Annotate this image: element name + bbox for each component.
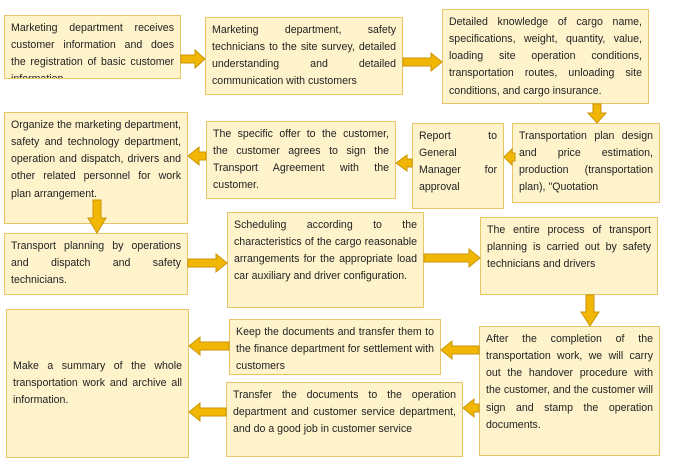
- step-1-customer-registration: Marketing department receives customer i…: [4, 15, 181, 79]
- step-13-customer-service: Transfer the documents to the operation …: [226, 382, 463, 457]
- arrow-11-to-12: [440, 339, 480, 361]
- step-12-finance-settlement: Keep the documents and transfer them to …: [229, 319, 441, 375]
- step-3-cargo-details: Detailed knowledge of cargo name, specif…: [442, 9, 649, 104]
- step-5-general-manager-approval: Report to General Manager for approval: [412, 123, 504, 209]
- step-10-process-execution: The entire process of transport planning…: [480, 217, 658, 295]
- arrow-10-to-11: [580, 294, 600, 327]
- arrow-11-to-13: [462, 397, 480, 419]
- arrow-8-to-9: [187, 252, 228, 274]
- arrow-6-to-7: [187, 145, 207, 167]
- step-11-handover-procedure: After the completion of the transportati…: [479, 326, 660, 456]
- step-8-transport-planning: Transport planning by operations and dis…: [4, 233, 188, 295]
- arrow-4-to-5: [503, 147, 516, 167]
- arrow-7-to-8: [87, 199, 107, 234]
- step-14-text: Make a summary of the whole transportati…: [13, 359, 182, 407]
- arrow-1-to-2: [180, 48, 206, 70]
- step-2-site-survey: Marketing department, safety technicians…: [205, 17, 403, 95]
- arrow-5-to-6: [395, 154, 413, 172]
- step-4-plan-design-quotation: Transportation plan design and price est…: [512, 123, 660, 203]
- step-14-summary-archive: Make a summary of the whole transportati…: [6, 309, 189, 458]
- step-6-offer-and-agreement: The specific offer to the customer, the …: [206, 121, 396, 199]
- arrow-9-to-10: [423, 247, 481, 269]
- arrow-3-to-4: [586, 103, 608, 124]
- arrow-13-to-14: [188, 401, 227, 423]
- arrow-12-to-14: [188, 335, 230, 357]
- step-9-scheduling: Scheduling according to the characterist…: [227, 212, 424, 308]
- arrow-2-to-3: [402, 51, 443, 73]
